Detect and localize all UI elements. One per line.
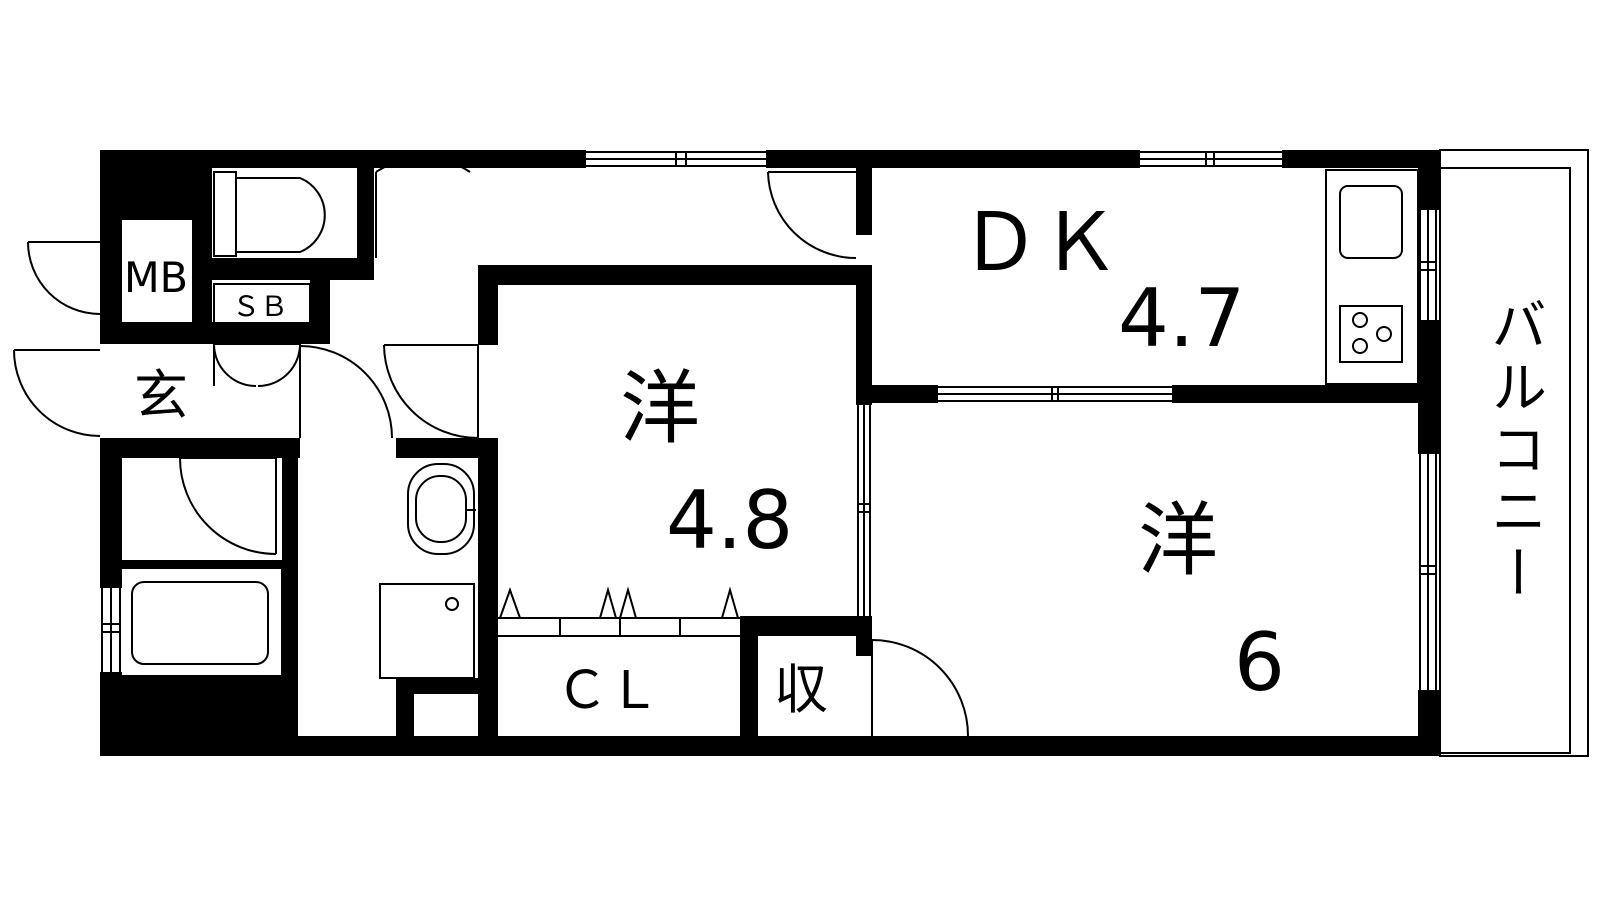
wall-wash-top (396, 438, 494, 458)
closet-label: ＣＬ (556, 661, 660, 721)
wall-laundry-side (396, 678, 414, 736)
kitchen-counter (1325, 169, 1419, 385)
wall-closet-divider (740, 616, 758, 736)
wall-bottom (100, 736, 1440, 756)
wall-bath-top (100, 560, 295, 568)
meter-box-label: MB (124, 253, 188, 302)
wall-w1-left (478, 438, 498, 736)
wash-basin-icon (407, 463, 476, 555)
room-labels: MB ＳＢ 玄 ＤＫ 4.7 洋 4.8 洋 6 ＣＬ 収 (124, 196, 1285, 721)
western-room-2-label: 洋 (1138, 494, 1218, 587)
wall-w1-top (478, 265, 872, 285)
wall-top-right (1282, 150, 1440, 168)
wall-dk-bottom-left (856, 385, 938, 403)
storage-label: 収 (774, 658, 828, 721)
wall-w1-right-top (856, 265, 872, 405)
balcony-label: バルコニー (1482, 296, 1547, 606)
wall-top-mid (766, 150, 1140, 168)
wall-right-top (1418, 150, 1440, 210)
wall-left-mb (100, 222, 122, 344)
wall-entrance-bottom (100, 438, 300, 458)
doors (13, 157, 969, 737)
outer-walls (100, 150, 1440, 756)
closet-rail (498, 586, 740, 637)
wall-mb-right (192, 220, 212, 328)
toilet-icon (213, 171, 326, 257)
stove-icon (1339, 305, 1403, 363)
bathtub-icon (119, 567, 283, 677)
wall-laundry-bottom (396, 678, 494, 694)
shoe-box-outline (213, 283, 311, 325)
wall-mb-bottom (100, 322, 330, 344)
wall-bottom-left-block (100, 676, 295, 756)
fixtures (119, 169, 1419, 679)
wall-dk-bottom-right (1172, 385, 1440, 403)
balcony-inner-rail (1439, 167, 1571, 754)
wall-toilet-side (357, 168, 374, 280)
dk-size-label: 4.7 (1118, 272, 1245, 365)
wall-closet-top (740, 616, 872, 636)
western-room-1-label: 洋 (620, 362, 700, 455)
sink-icon (1339, 185, 1403, 259)
wall-left-mid (100, 438, 122, 588)
wall-toilet-bottom (212, 258, 374, 280)
wall-right-bottom (1418, 690, 1440, 756)
wall-dk-left (856, 150, 872, 235)
entrance-label: 玄 (134, 364, 188, 427)
shoe-box-label: ＳＢ (232, 290, 288, 323)
dk-label: ＤＫ (960, 196, 1120, 289)
wall-left-corner-block (100, 150, 212, 220)
wall-top-left (100, 150, 586, 168)
western-room-2-size-label: 6 (1234, 616, 1285, 709)
wall-wash-left (282, 438, 298, 738)
inner-walls (100, 150, 1440, 738)
western-room-1-size-label: 4.8 (666, 474, 793, 567)
balcony: バルコニー (1439, 149, 1589, 757)
wall-w1-left-top (478, 265, 498, 345)
washing-machine-pan (379, 583, 475, 679)
windows (101, 151, 1437, 690)
